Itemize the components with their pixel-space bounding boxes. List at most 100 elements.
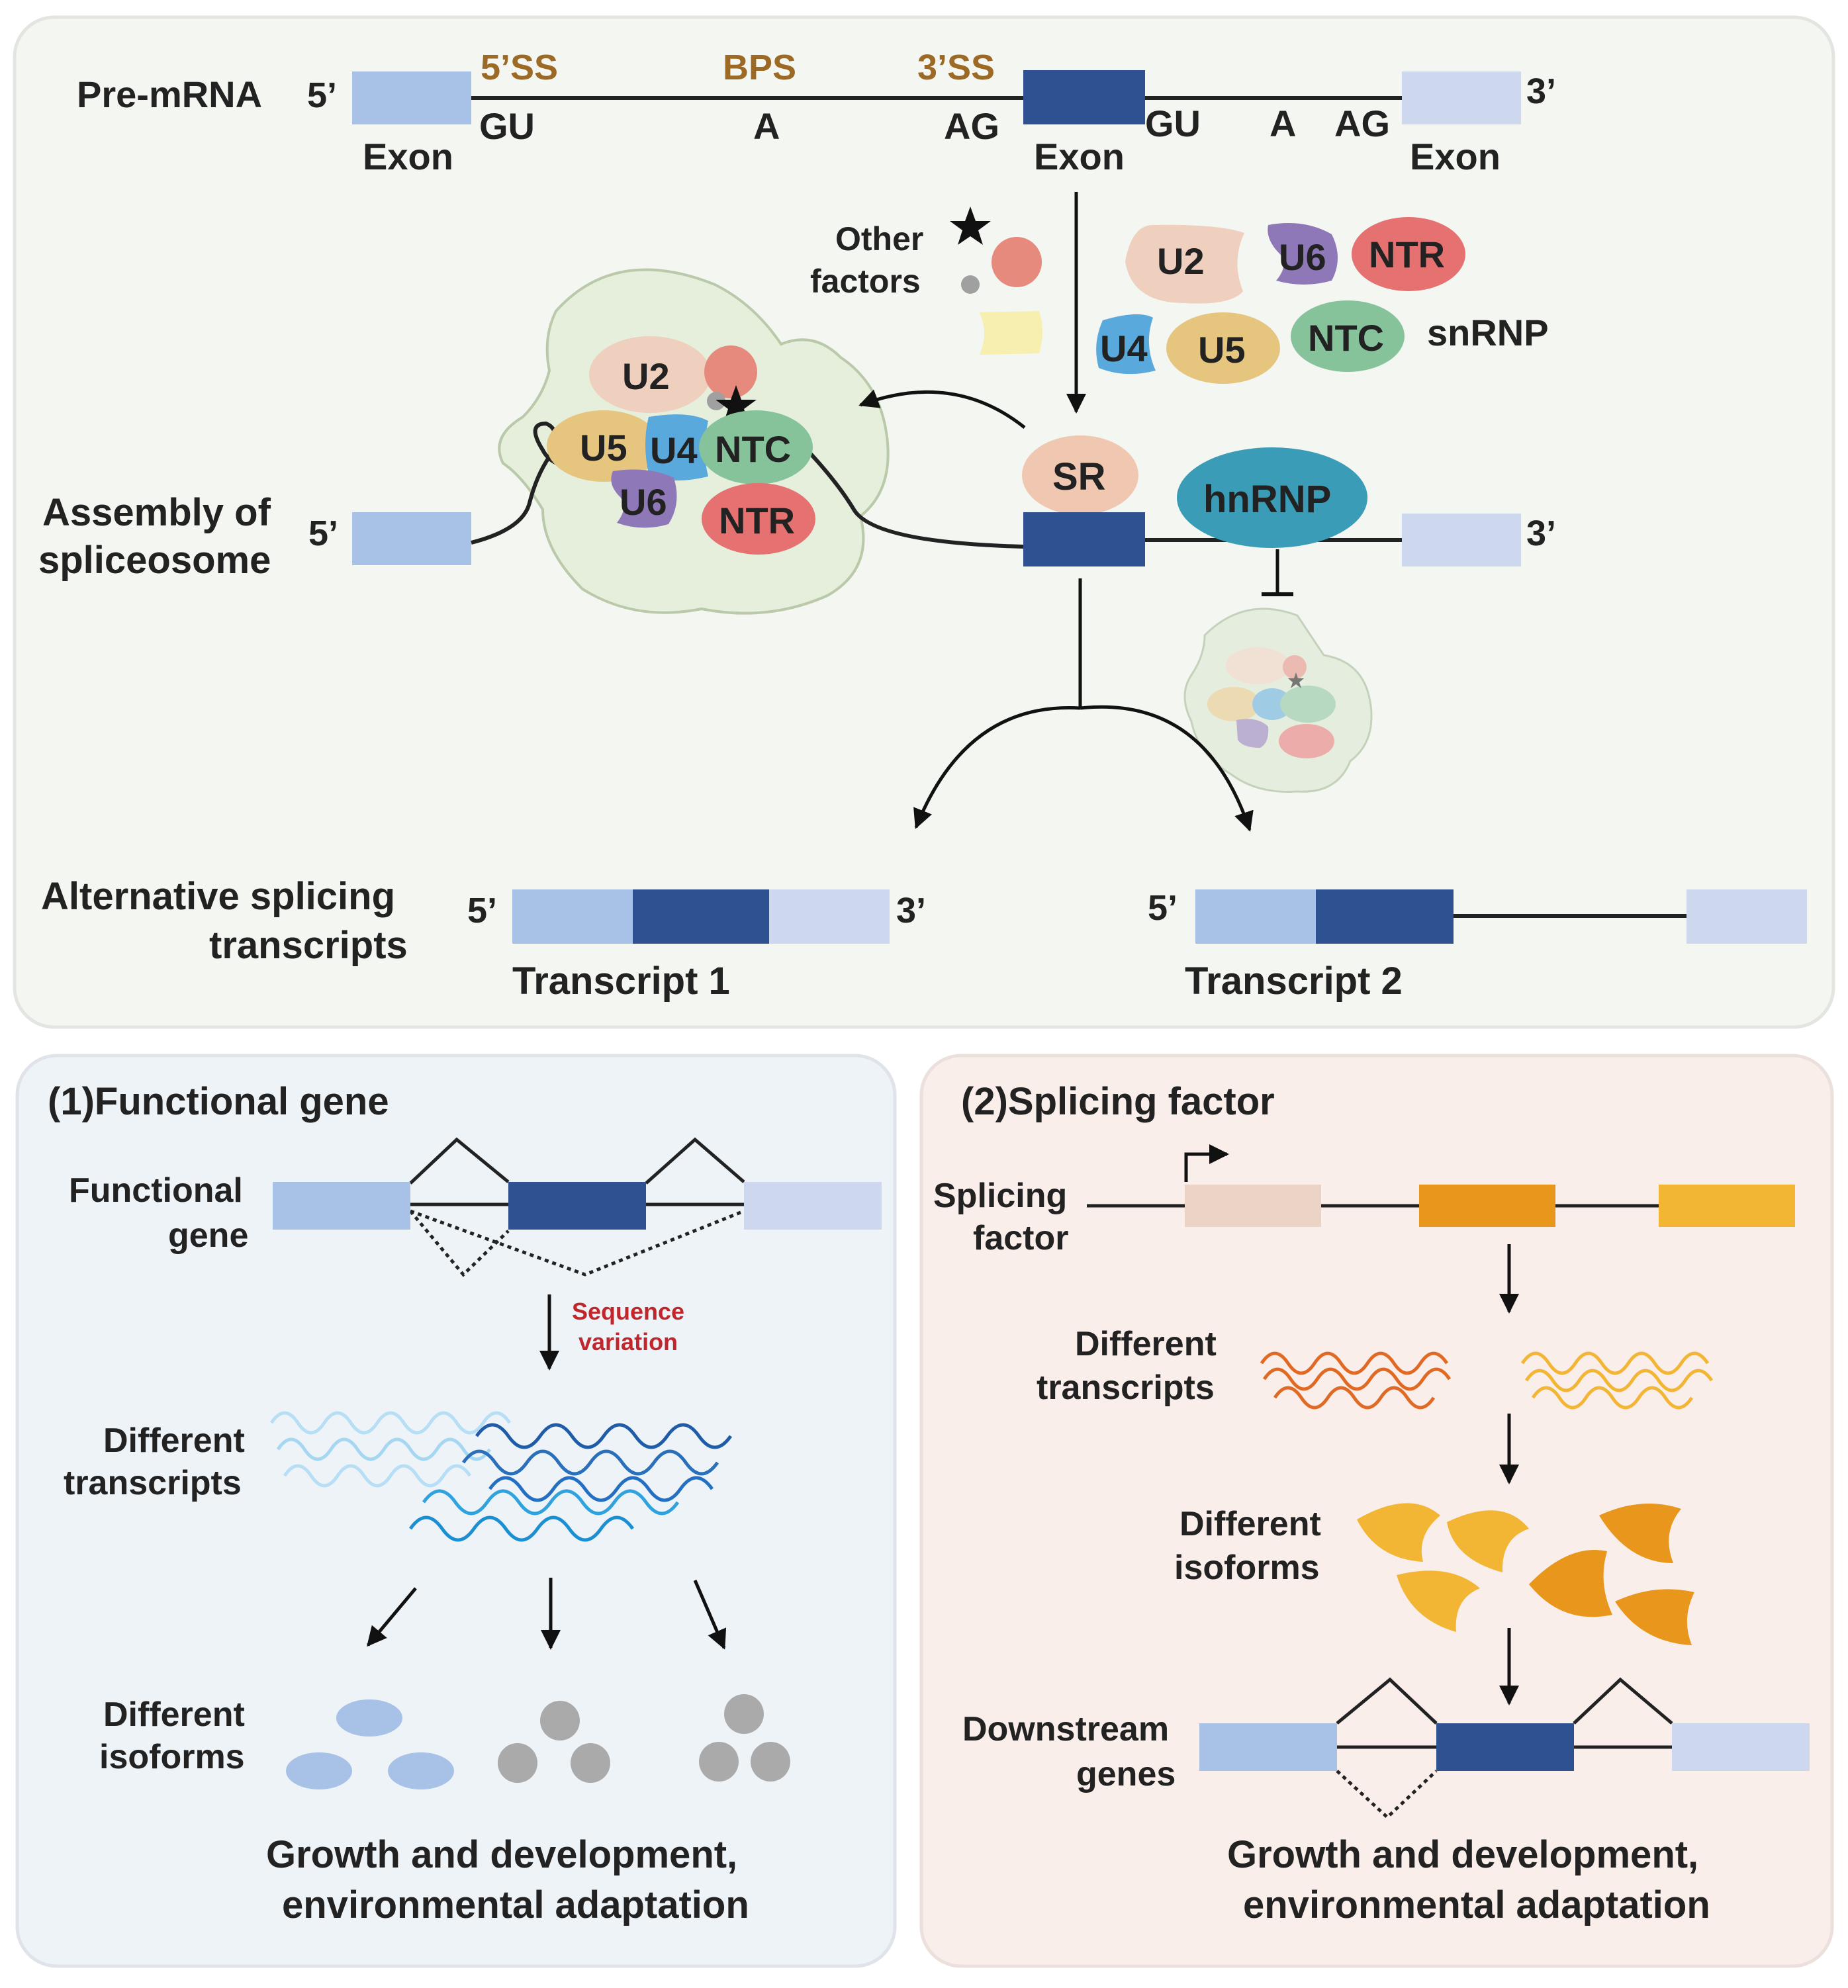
panel2-downstream-label-1: Downstream [962,1710,1169,1748]
ntc-blob [1291,300,1405,372]
star-icon [950,206,991,245]
panel1-splice-dotted-1 [409,1210,510,1277]
panel2-downstream-exon-2 [1436,1723,1574,1771]
label-ag-2: AG [1334,103,1390,144]
label-ag-1: AG [944,105,999,147]
panel2-downstream-label-2: genes [1076,1755,1176,1793]
assembly-factor-grey [707,392,725,410]
assembly-ntc-label: NTC [715,428,791,470]
snrnp-label: snRNP [1427,312,1549,353]
factor-pink-circle [992,237,1042,287]
other-factors-label-2: factors [810,263,921,300]
pre-mrna-exon-1 [352,71,471,124]
panel1-outcome-1: Growth and development, [266,1833,737,1876]
panel1-title: (1)Functional gene [48,1080,389,1123]
assembly-u5-label: U5 [580,427,627,469]
pre-mrna-exon-2 [1023,70,1145,124]
transcript1-exon-2 [633,889,769,944]
assembly-u4 [645,414,708,481]
panel1-isoforms-label-2: isoforms [99,1738,245,1776]
transcript2-label: Transcript 2 [1185,960,1403,1003]
panel1-isoforms-blue [286,1699,454,1789]
panel2-factor-label-1: Splicing [933,1177,1067,1215]
transcript2-5prime: 5’ [1148,888,1178,928]
transcript1-label: Transcript 1 [512,960,730,1003]
panel2-factor-label-2: factor [973,1219,1068,1257]
panel1-isoforms-grey-1 [498,1701,610,1783]
u4-blob [1096,314,1156,375]
factor-yellow-block [980,311,1042,355]
hnrnp-label: hnRNP [1203,478,1331,521]
panel2-transcripts-waves-orange [1260,1351,1452,1410]
inhibited-spliceosome [1183,608,1373,793]
assembly-exon-2 [1023,512,1145,566]
label-a-2: A [1270,103,1296,144]
pre-mrna-5prime: 5’ [307,75,337,115]
assembly-ntc [699,410,813,484]
assembly-u6-label: U6 [620,481,667,523]
label-gu-1: GU [479,105,535,147]
transcript1-3prime: 3’ [896,891,926,930]
panel1-splice-dotted-2 [410,1209,745,1277]
panel1-arrow-right [693,1580,727,1650]
u6-blob [1268,223,1338,285]
panel2-transcripts-label-1: Different [1075,1325,1217,1363]
panel1-outcome-2: environmental adaptation [282,1883,749,1926]
assembly-u4-label: U4 [650,429,698,471]
panel2-splice-solid-1 [1336,1677,1438,1725]
u2-label: U2 [1157,240,1205,282]
arrow-sr-to-spliceosome [858,389,1026,429]
u5-blob [1166,312,1280,384]
pre-mrna-label: Pre-mRNA [77,73,262,115]
assembly-u5 [547,410,661,482]
assembly-u2 [589,336,711,413]
panel1-isoforms-grey-2 [699,1694,790,1782]
panel1-exon-2 [508,1182,646,1230]
panel1-seqvar-label-2: variation [578,1328,678,1355]
u4-label: U4 [1100,328,1148,369]
transcript1-5prime: 5’ [467,891,497,930]
panel2-splice-solid-2 [1573,1677,1673,1725]
u5-label: U5 [1198,329,1246,371]
panel1-exon-1 [273,1182,410,1230]
panel2-transcripts-label-2: transcripts [1037,1369,1215,1407]
panel1-gene-label-2: gene [168,1216,248,1255]
panel2-downstream-exon-3 [1672,1723,1810,1771]
pre-mrna-exon-3 [1402,71,1521,124]
panel1-arrow-left [367,1587,417,1647]
panel2-splice-dotted [1336,1770,1438,1820]
sr-blob [1022,435,1138,515]
assembly-5prime: 5’ [308,514,338,553]
panel2-outcome-2: environmental adaptation [1243,1883,1710,1926]
sr-label: SR [1052,455,1106,498]
panel2-transcripts-waves-yellow [1520,1351,1714,1410]
panel1-isoforms-label-1: Different [103,1695,245,1734]
transcript1-exon-1 [512,889,633,944]
panel1-transcripts-label-1: Different [103,1422,245,1460]
alt-splicing-label-1: Alternative splicing [41,875,395,918]
hnrnp-blob [1177,447,1367,548]
panel2-isoforms-label-1: Different [1179,1505,1321,1543]
panel1-transcripts-waves [269,1411,733,1542]
label-5ss: 5’SS [481,48,558,87]
transcript1-exon-3 [769,889,890,944]
label-a-1: A [753,105,780,147]
alt-splicing-label-2: transcripts [209,924,408,967]
transcript2-exon-1 [1195,889,1316,944]
panel2-exon-2 [1419,1185,1555,1227]
panel1-splice-solid-1 [409,1137,510,1185]
assembly-exon-3 [1402,514,1521,566]
exon-label-1: Exon [363,136,453,177]
panel1-bg [15,1054,897,1968]
branch-arrow-left [913,706,1081,829]
assembly-u2-label: U2 [622,355,670,397]
assembly-ntr [702,483,815,555]
panel2-isoforms-label-2: isoforms [1174,1549,1320,1587]
panel2-downstream-exon-1 [1199,1723,1337,1771]
assembly-ntr-label: NTR [719,500,795,541]
label-3ss: 3’SS [917,48,995,87]
assembly-factor-pink [704,345,757,398]
panel2-title: (2)Splicing factor [961,1080,1275,1123]
panel2-isoforms-shapes [1357,1503,1694,1645]
